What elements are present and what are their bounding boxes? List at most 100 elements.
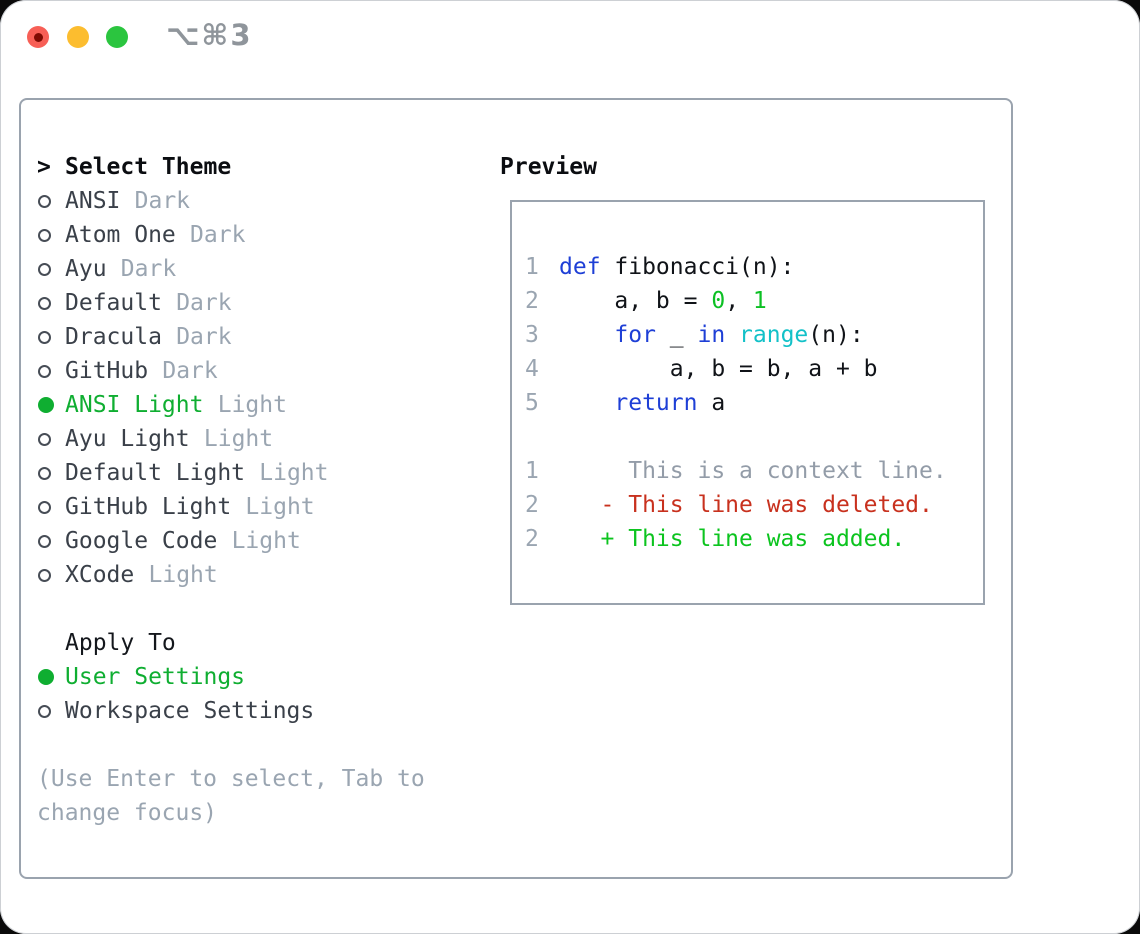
code-token: a <box>697 390 726 416</box>
spacer <box>37 728 487 762</box>
line-number: 4 <box>525 356 539 382</box>
line-number: 2 <box>525 526 539 552</box>
theme-option-github[interactable]: GitHub Dark <box>37 354 487 388</box>
preview-line: 5 return a <box>525 386 983 420</box>
preview-line: 3 for _ in range(n): <box>525 318 983 352</box>
option-label: Default <box>65 290 162 316</box>
titlebar: ⌥⌘3 <box>0 0 1140 74</box>
code-token: _ <box>655 322 698 348</box>
line-number: 2 <box>525 492 539 518</box>
theme-option-atom-one[interactable]: Atom One Dark <box>37 218 487 252</box>
option-variant-label: Dark <box>162 358 218 384</box>
radio-unselected-icon <box>38 534 51 548</box>
preview-line: 2 a, b = 0, 1 <box>525 284 983 318</box>
option-label: GitHub <box>65 358 149 384</box>
radio-slot <box>37 397 65 413</box>
option-label: Dracula <box>65 324 162 350</box>
radio-unselected-icon <box>38 500 51 514</box>
radio-slot <box>37 296 65 310</box>
option-label: Workspace Settings <box>65 698 315 724</box>
option-variant-label: Dark <box>190 222 246 248</box>
option-variant-label: Light <box>245 494 315 520</box>
code-token <box>725 322 739 348</box>
radio-unselected-icon <box>38 432 51 446</box>
minimize-button[interactable] <box>67 26 89 48</box>
radio-slot <box>37 466 65 480</box>
radio-unselected-icon <box>38 466 51 480</box>
preview-line <box>525 420 983 454</box>
apply-to-header: Apply To <box>37 626 487 660</box>
theme-panel-title: Select Theme <box>65 154 232 180</box>
preview-title: Preview <box>500 154 597 180</box>
code-token: 1 <box>752 288 767 314</box>
radio-selected-icon <box>38 669 54 685</box>
code-token: - This line was deleted. <box>559 492 933 518</box>
option-label: Ayu <box>65 256 107 282</box>
code-token: in <box>697 322 726 348</box>
line-number: 1 <box>525 458 539 484</box>
apply-option-workspace-settings[interactable]: Workspace Settings <box>37 694 487 728</box>
radio-unselected-icon <box>38 330 51 344</box>
radio-slot <box>37 228 65 242</box>
radio-slot <box>37 669 65 685</box>
radio-slot <box>37 432 65 446</box>
radio-selected-icon <box>38 397 54 413</box>
option-label: Atom One <box>65 222 176 248</box>
preview-line: 2 - This line was deleted. <box>525 488 983 522</box>
code-token: , <box>725 288 753 314</box>
code-token: a, b = <box>559 288 712 314</box>
option-variant-label: Light <box>231 528 301 554</box>
radio-slot <box>37 568 65 582</box>
option-label: ANSI <box>65 188 121 214</box>
theme-option-ansi[interactable]: ANSI Dark <box>37 184 487 218</box>
code-token: 0 <box>711 288 726 314</box>
option-label: XCode <box>65 562 135 588</box>
option-variant-label: Dark <box>134 188 191 214</box>
code-token: (n): <box>808 322 864 348</box>
radio-slot <box>37 330 65 344</box>
option-label: Default Light <box>65 460 246 486</box>
close-button[interactable] <box>27 26 49 48</box>
radio-slot <box>37 364 65 378</box>
preview-line: 4 a, b = b, a + b <box>525 352 983 386</box>
radio-slot <box>37 500 65 514</box>
maximize-button[interactable] <box>106 26 128 48</box>
option-variant-label: Light <box>217 392 287 418</box>
code-token: for <box>614 322 656 348</box>
code-token: This is a context line. <box>559 458 947 484</box>
theme-panel-header: > Select Theme <box>37 150 487 184</box>
option-label: GitHub Light <box>65 494 232 520</box>
code-token: + This line was added. <box>559 526 906 552</box>
radio-unselected-icon <box>38 568 51 582</box>
preview-line: 1 This is a context line. <box>525 454 983 488</box>
code-token: return <box>614 390 698 416</box>
line-number: 2 <box>525 288 539 314</box>
apply-to-title: Apply To <box>65 630 176 656</box>
code-token: fibonacci(n): <box>600 254 795 280</box>
theme-option-dracula[interactable]: Dracula Dark <box>37 320 487 354</box>
theme-option-xcode[interactable]: XCode Light <box>37 558 487 592</box>
close-dot-icon <box>33 32 43 42</box>
line-number: 3 <box>525 322 539 348</box>
option-variant-label: Dark <box>176 324 232 350</box>
preview-line: 2 + This line was added. <box>525 522 983 556</box>
option-variant-label: Light <box>148 562 218 588</box>
theme-option-github-light[interactable]: GitHub Light Light <box>37 490 487 524</box>
window-shortcut-label: ⌥⌘3 <box>166 18 253 52</box>
code-token <box>559 322 614 348</box>
apply-option-user-settings[interactable]: User Settings <box>37 660 487 694</box>
selection-prompt-icon: > <box>37 154 51 180</box>
help-text: (Use Enter to select, Tab to change focu… <box>37 766 425 826</box>
